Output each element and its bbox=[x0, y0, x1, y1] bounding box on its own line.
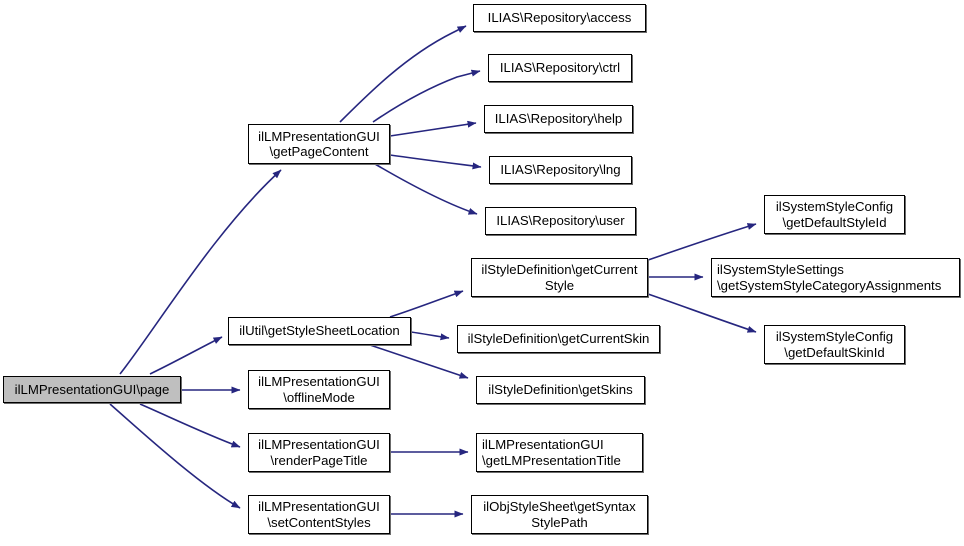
graph-edge-getPageContent-to-repoHelp bbox=[389, 120, 477, 137]
graph-node-repoHelp[interactable]: ILIAS\Repository\help bbox=[484, 105, 633, 133]
graph-node-getSystemStyleCategoryAssignments[interactable]: ilSystemStyleSettings \getSystemStyleCat… bbox=[711, 258, 960, 297]
graph-node-offlineMode[interactable]: ilLMPresentationGUI \offlineMode bbox=[248, 370, 390, 409]
graph-node-label: ILIAS\Repository\help bbox=[494, 111, 623, 127]
graph-node-renderPageTitle[interactable]: ilLMPresentationGUI \renderPageTitle bbox=[248, 433, 390, 472]
graph-node-label: ilSystemStyleConfig \getDefaultStyleId bbox=[775, 199, 894, 230]
graph-node-label: ilSystemStyleConfig \getDefaultSkinId bbox=[775, 329, 894, 360]
graph-node-label: ilStyleDefinition\getSkins bbox=[488, 382, 633, 398]
graph-node-label: ilLMPresentationGUI \renderPageTitle bbox=[258, 437, 380, 468]
graph-node-label: ilObjStyleSheet\getSyntax StylePath bbox=[483, 499, 636, 530]
graph-node-repoLng[interactable]: ILIAS\Repository\lng bbox=[489, 156, 632, 184]
graph-node-repoUser[interactable]: ILIAS\Repository\user bbox=[485, 207, 636, 235]
graph-node-getStyleSheetLocation[interactable]: ilUtil\getStyleSheetLocation bbox=[228, 317, 411, 345]
graph-node-setContentStyles[interactable]: ilLMPresentationGUI \setContentStyles bbox=[248, 495, 390, 534]
graph-node-getSyntaxStylePath[interactable]: ilObjStyleSheet\getSyntax StylePath bbox=[471, 495, 648, 534]
graph-edge-getPageContent-to-repoUser bbox=[374, 163, 478, 215]
graph-node-label: ilLMPresentationGUI \setContentStyles bbox=[258, 499, 380, 530]
graph-edge-getStyleSheetLocation-to-getCurrentStyle bbox=[389, 290, 464, 318]
graph-node-root[interactable]: ilLMPresentationGUI\page bbox=[3, 376, 181, 403]
graph-node-label: ilLMPresentationGUI \getPageContent bbox=[258, 128, 380, 160]
graph-node-label: ILIAS\Repository\user bbox=[496, 213, 625, 229]
graph-edge-root-to-getStyleSheetLocation bbox=[149, 336, 223, 375]
graph-edge-getPageContent-to-repoAccess bbox=[339, 25, 467, 123]
graph-edge-getStyleSheetLocation-to-getCurrentSkin bbox=[410, 331, 450, 341]
graph-node-repoCtrl[interactable]: ILIAS\Repository\ctrl bbox=[488, 54, 632, 82]
graph-node-getDefaultStyleId[interactable]: ilSystemStyleConfig \getDefaultStyleId bbox=[764, 195, 905, 234]
graph-edge-root-to-setContentStyles bbox=[109, 403, 241, 509]
graph-edge-root-to-renderPageTitle bbox=[139, 403, 241, 448]
graph-node-getSkins[interactable]: ilStyleDefinition\getSkins bbox=[476, 376, 645, 404]
graph-edge-getPageContent-to-repoCtrl bbox=[372, 69, 481, 123]
graph-edge-getCurrentStyle-to-getDefaultSkinId bbox=[647, 293, 757, 333]
graph-node-label: ilLMPresentationGUI\page bbox=[14, 381, 170, 397]
graph-node-label: ilSystemStyleSettings \getSystemStyleCat… bbox=[717, 262, 942, 293]
graph-node-getLMPresentationTitle[interactable]: ilLMPresentationGUI \getLMPresentationTi… bbox=[476, 433, 643, 472]
graph-node-getDefaultSkinId[interactable]: ilSystemStyleConfig \getDefaultSkinId bbox=[764, 325, 905, 364]
graph-node-getPageContent[interactable]: ilLMPresentationGUI \getPageContent bbox=[248, 124, 390, 164]
graph-node-label: ilLMPresentationGUI \offlineMode bbox=[258, 374, 380, 405]
graph-node-label: ILIAS\Repository\ctrl bbox=[499, 60, 621, 76]
graph-node-label: ilStyleDefinition\getCurrentSkin bbox=[467, 331, 650, 347]
graph-node-getCurrentSkin[interactable]: ilStyleDefinition\getCurrentSkin bbox=[457, 325, 660, 353]
graph-node-repoAccess[interactable]: ILIAS\Repository\access bbox=[473, 4, 646, 32]
graph-edge-getPageContent-to-repoLng bbox=[389, 154, 482, 170]
graph-edge-getCurrentStyle-to-getDefaultStyleId bbox=[647, 223, 757, 261]
graph-node-label: ilLMPresentationGUI \getLMPresentationTi… bbox=[482, 437, 621, 468]
graph-node-label: ILIAS\Repository\lng bbox=[500, 162, 621, 178]
graph-node-label: ilStyleDefinition\getCurrent Style bbox=[481, 262, 638, 293]
graph-node-label: ilUtil\getStyleSheetLocation bbox=[239, 323, 400, 339]
graph-node-label: ILIAS\Repository\access bbox=[487, 10, 632, 26]
graph-node-getCurrentStyle[interactable]: ilStyleDefinition\getCurrent Style bbox=[471, 258, 648, 297]
